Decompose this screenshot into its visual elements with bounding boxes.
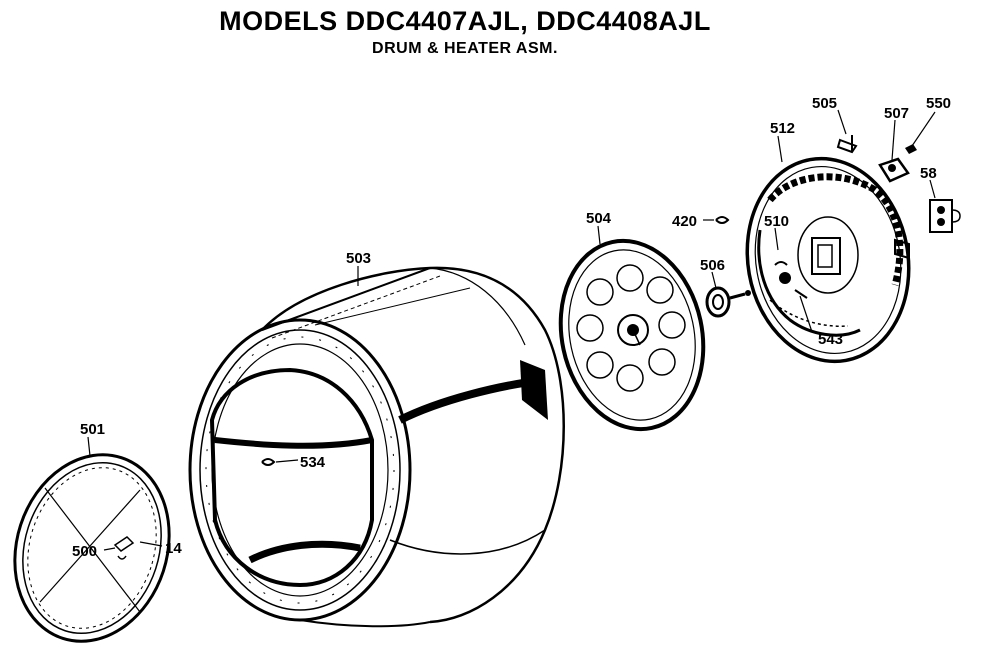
front-bearing-ring (13, 453, 171, 643)
thermostat-507 (878, 157, 910, 183)
label-501: 501 (80, 421, 105, 438)
label-500: 500 (72, 543, 97, 560)
label-534: 534 (300, 454, 326, 471)
screw-505 (836, 135, 858, 154)
terminal-block-58 (929, 199, 961, 233)
fastener-550 (905, 144, 917, 154)
label-510: 510 (764, 213, 789, 230)
diagram-title: MODELS DDC4407AJL, DDC4408AJL (219, 6, 711, 36)
label-503: 503 (346, 250, 371, 267)
label-505: 505 (812, 95, 837, 112)
label-507: 507 (884, 105, 909, 122)
diagram-subtitle: DRUM & HEATER ASM. (372, 40, 558, 57)
label-58: 58 (920, 165, 937, 182)
label-420: 420 (672, 213, 697, 230)
label-543: 543 (818, 331, 843, 348)
rear-drum-panel (558, 238, 706, 432)
clip-420 (715, 216, 730, 224)
label-504: 504 (586, 210, 612, 227)
label-14: 14 (165, 540, 182, 557)
label-512: 512 (770, 120, 795, 137)
label-506: 506 (700, 257, 725, 274)
heater-housing (745, 156, 911, 364)
rear-bearing (705, 286, 751, 318)
label-550: 550 (926, 95, 951, 112)
dryer-drum (188, 266, 565, 628)
leader-lines (87, 109, 936, 551)
